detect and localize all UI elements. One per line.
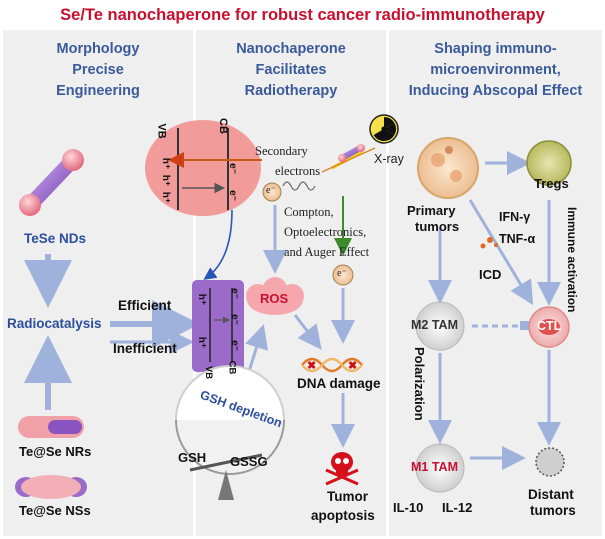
distant-tumors-line2: tumors — [530, 503, 576, 518]
treg-cell — [526, 140, 572, 186]
right-heading-line2: microenvironment, — [430, 62, 561, 78]
tese-ns-shape — [15, 475, 87, 499]
left-panel-bg — [3, 30, 193, 536]
gsh-balance — [175, 365, 285, 500]
tese-nd-label: TeSe NDs — [24, 231, 87, 246]
compton-line1: Compton, — [284, 205, 334, 219]
icd-label: ICD — [479, 267, 502, 282]
band-electron-2: e⁻ — [226, 190, 238, 201]
primary-tumors-line1: Primary — [407, 203, 456, 218]
box-electron-3: e⁻ — [228, 340, 240, 351]
compton-line2: Optoelectronics, — [284, 225, 367, 239]
distant-tumor-cell — [535, 447, 565, 477]
auger-electron-orb — [332, 264, 354, 286]
left-heading-line3: Engineering — [56, 83, 140, 99]
ifn-label: IFN-γ — [499, 210, 531, 224]
inefficient-label: Inefficient — [113, 341, 177, 356]
dna-damage-label: DNA damage — [297, 376, 381, 391]
box-hole-1: h⁺ — [196, 293, 208, 306]
left-heading-line1: Morphology — [56, 41, 140, 57]
tese-ns-label: Te@Se NSs — [19, 503, 91, 518]
xray-label: X-ray — [374, 152, 404, 166]
gsh-label: GSH — [178, 450, 207, 465]
primary-tumor-cell — [417, 137, 479, 199]
tese-nr-label: Te@Se NRs — [19, 444, 92, 459]
immune-activation-line1: Immune — [565, 207, 579, 254]
distant-tumors-line1: Distant — [528, 487, 574, 502]
middle-heading-line1: Nanochaperone — [236, 41, 346, 57]
right-heading-line1: Shaping immuno- — [434, 41, 557, 57]
m1-tam-cell — [415, 443, 465, 493]
band-ellipse — [145, 120, 261, 216]
il12-label: IL-12 — [442, 500, 473, 515]
cb-label-top: CB — [216, 118, 229, 134]
catalyst-box — [192, 280, 244, 372]
left-panel-heading: Morphology Precise Engineering — [5, 39, 191, 102]
skull-icon — [325, 452, 359, 486]
ros-cloud — [246, 277, 304, 315]
band-electron-1: e⁻ — [226, 163, 238, 174]
hole-1: h⁺ — [160, 157, 172, 170]
right-heading-line3: Inducing Abscopal Effect — [408, 83, 583, 99]
tumor-apoptosis-line2: apoptosis — [311, 508, 375, 523]
vb-label-bottom: VB — [203, 365, 215, 380]
radiocatalysis-label: Radiocatalysis — [7, 316, 102, 331]
box-hole-2: h⁺ — [196, 336, 208, 349]
box-electron-2: e⁻ — [228, 314, 240, 325]
tese-nr-shape — [18, 416, 84, 438]
hole-3: h⁺ — [160, 191, 172, 204]
efficient-label: Efficient — [118, 298, 172, 313]
ros-label: ROS — [260, 291, 289, 306]
tumor-apoptosis-line1: Tumor — [327, 489, 368, 504]
m2-tam-label: M2 TAM — [411, 318, 458, 332]
secondary-electrons-line2: electrons — [275, 164, 321, 178]
il10-label: IL-10 — [393, 500, 424, 515]
primary-tumors-line2: tumors — [415, 219, 460, 234]
polarization-label: Polarization — [412, 347, 427, 421]
hole-2: h⁺ — [160, 174, 172, 187]
svg-text:✖: ✖ — [348, 360, 357, 372]
svg-text:✖: ✖ — [307, 360, 316, 372]
gssg-label: GSSG — [230, 454, 268, 469]
middle-heading-line3: Radiotherapy — [244, 83, 338, 99]
tregs-label: Tregs — [534, 176, 569, 191]
auger-electron-symbol: e⁻ — [337, 268, 347, 279]
tese-nd-shape — [19, 149, 84, 216]
tnf-label: TNF-α — [499, 232, 536, 246]
middle-heading-line2: Facilitates — [255, 62, 327, 78]
radiation-hazard-icon — [369, 114, 399, 144]
vb-label-top: VB — [155, 123, 168, 139]
secondary-electrons-line1: Secondary — [255, 144, 308, 158]
m2-tam-cell — [415, 301, 465, 351]
box-electron-1: e⁻ — [228, 288, 240, 299]
secondary-electron-symbol: e⁻ — [266, 185, 276, 196]
right-panel-heading: Shaping immuno- microenvironment, Induci… — [391, 39, 600, 102]
compton-line3: and Auger Effect — [284, 245, 370, 259]
dna-helix: ✖ ✖ — [301, 357, 363, 373]
figure-title: Se/Te nanochaperone for robust cancer ra… — [60, 6, 545, 24]
icd-particles — [480, 237, 498, 249]
middle-panel-heading: Nanochaperone Facilitates Radiotherapy — [198, 39, 384, 102]
immune-activation-line2: activation — [565, 256, 579, 313]
immune-activation-label: Immune activation — [565, 207, 579, 312]
m1-tam-label: M1 TAM — [411, 460, 458, 474]
left-heading-line2: Precise — [72, 62, 124, 78]
cb-label-bottom: CB — [226, 360, 238, 375]
ctl-label: CTL — [537, 319, 562, 333]
secondary-electron-orb — [262, 182, 282, 202]
